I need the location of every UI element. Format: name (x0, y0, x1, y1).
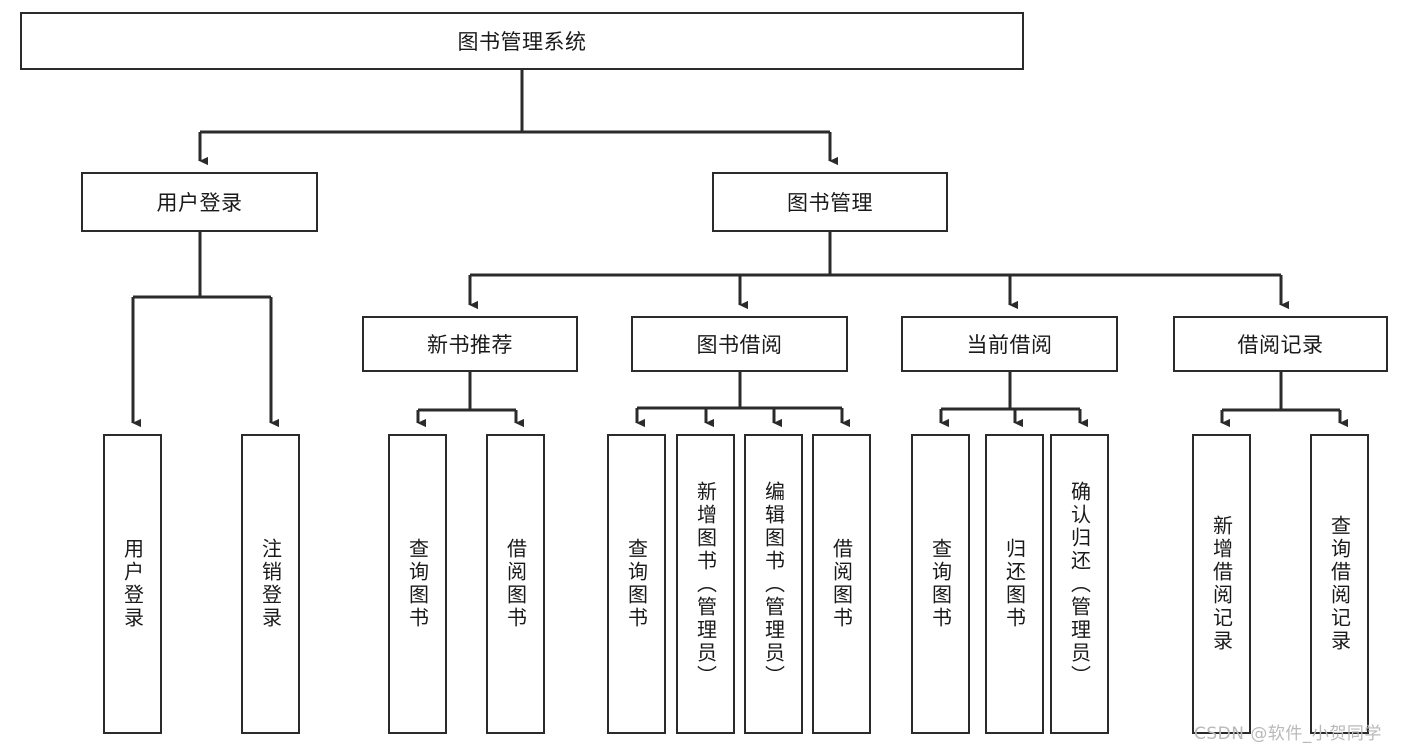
node-label: 确认归还（管理员） (1067, 480, 1092, 688)
node-label: 查询图书 (624, 538, 649, 630)
node-leaf-borrow-book-rec[interactable]: 借阅图书 (486, 434, 545, 734)
node-new-book-rec[interactable]: 新书推荐 (362, 316, 578, 372)
node-label: 借阅记录 (1237, 333, 1324, 357)
node-label: 注销登录 (258, 538, 283, 630)
node-leaf-query-book-current[interactable]: 查询图书 (911, 434, 970, 734)
node-label: 新增借阅记录 (1209, 515, 1234, 653)
node-leaf-query-book-borrow[interactable]: 查询图书 (607, 434, 666, 734)
node-borrow-record[interactable]: 借阅记录 (1173, 316, 1388, 372)
node-label: 借阅图书 (503, 538, 528, 630)
node-label: 查询借阅记录 (1327, 515, 1352, 653)
node-label: 新增图书（管理员） (693, 480, 718, 688)
node-leaf-borrow-book[interactable]: 借阅图书 (812, 434, 871, 734)
node-root[interactable]: 图书管理系统 (20, 12, 1024, 70)
node-leaf-query-book-rec[interactable]: 查询图书 (388, 434, 447, 734)
node-label: 查询图书 (405, 538, 430, 630)
node-leaf-return-book[interactable]: 归还图书 (985, 434, 1044, 734)
node-label: 图书借阅 (696, 333, 783, 357)
node-label: 图书管理系统 (457, 30, 587, 54)
node-leaf-edit-book[interactable]: 编辑图书（管理员） (744, 434, 803, 734)
node-label: 借阅图书 (829, 538, 854, 630)
node-label: 当前借阅 (966, 333, 1053, 357)
node-label: 用户登录 (156, 191, 243, 215)
node-label: 图书管理 (787, 191, 873, 215)
node-leaf-add-book[interactable]: 新增图书（管理员） (676, 434, 735, 734)
edges (131, 70, 1349, 428)
node-label: 用户登录 (120, 538, 145, 630)
watermark-text: CSDN @软件_小贺同学 (1194, 724, 1382, 744)
node-leaf-query-record[interactable]: 查询借阅记录 (1310, 434, 1369, 734)
node-leaf-add-record[interactable]: 新增借阅记录 (1192, 434, 1251, 734)
node-leaf-logout[interactable]: 注销登录 (241, 434, 300, 734)
node-current-borrow[interactable]: 当前借阅 (901, 316, 1118, 372)
node-label: 编辑图书（管理员） (761, 480, 786, 688)
node-leaf-user-login[interactable]: 用户登录 (103, 434, 162, 734)
node-label: 查询图书 (928, 538, 953, 630)
node-book-manage[interactable]: 图书管理 (712, 172, 948, 232)
node-leaf-confirm-return[interactable]: 确认归还（管理员） (1050, 434, 1109, 734)
node-user-login[interactable]: 用户登录 (81, 172, 318, 232)
node-label: 新书推荐 (427, 333, 513, 357)
node-label: 归还图书 (1002, 538, 1027, 630)
node-book-borrow[interactable]: 图书借阅 (631, 316, 848, 372)
